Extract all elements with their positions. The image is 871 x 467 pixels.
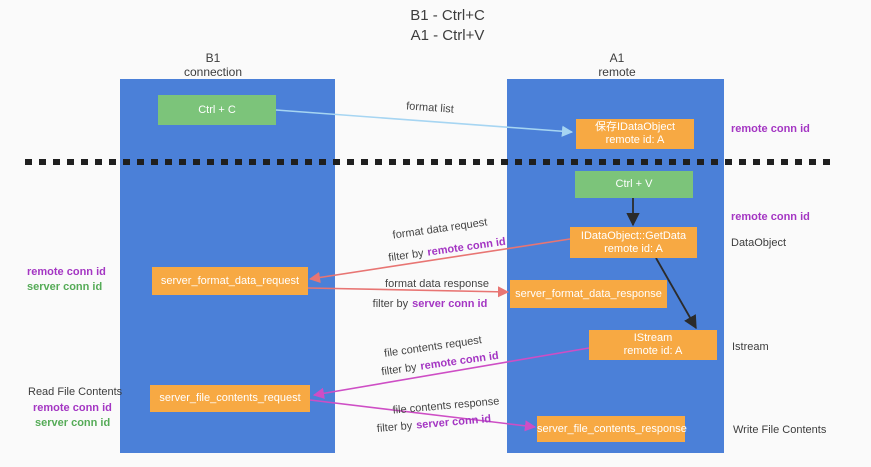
node-saved-idataobject-line2: remote id: A bbox=[605, 134, 665, 146]
node-server-file-contents-request: server_file_contents_request bbox=[150, 385, 310, 412]
filter-prefix: filter by bbox=[387, 247, 425, 265]
diagram-title: B1 - Ctrl+C A1 - Ctrl+V bbox=[340, 6, 555, 46]
left-label-remote-conn-id-1: remote conn id bbox=[27, 266, 106, 278]
filter-remote-conn-id: remote conn id bbox=[426, 235, 507, 259]
dashed-separator-line bbox=[25, 159, 835, 165]
node-server-file-contents-request-label: server_file_contents_request bbox=[159, 392, 301, 404]
lane-header-a1: A1 remote bbox=[557, 51, 677, 79]
node-ctrl-v: Ctrl + V bbox=[575, 171, 693, 198]
node-server-format-data-request: server_format_data_request bbox=[152, 267, 308, 295]
left-label-server-conn-id-1: server conn id bbox=[27, 281, 103, 293]
filter-server-conn-id: server conn id bbox=[412, 298, 488, 310]
node-ctrl-c: Ctrl + C bbox=[158, 95, 276, 125]
right-label-remote-conn-id-mid: remote conn id bbox=[731, 211, 810, 223]
node-ctrl-c-label: Ctrl + C bbox=[198, 103, 236, 116]
filter-prefix: filter by bbox=[372, 298, 409, 310]
filter-server-conn-id: server conn id bbox=[415, 413, 492, 432]
right-label-remote-conn-id-top: remote conn id bbox=[731, 123, 810, 135]
node-server-file-contents-response-label: server_file_contents_response bbox=[537, 422, 687, 435]
lane-b1-name: B1 bbox=[205, 51, 221, 65]
left-label-remote-conn-id-2: remote conn id bbox=[33, 402, 112, 414]
node-istream-line1: IStream bbox=[633, 332, 673, 344]
right-label-dataobject: DataObject bbox=[731, 237, 787, 249]
label-format-list: format list bbox=[405, 100, 455, 116]
node-server-format-data-request-label: server_format_data_request bbox=[160, 274, 300, 287]
lane-a1-name: A1 bbox=[609, 51, 625, 65]
title-line-1: B1 - Ctrl+C bbox=[410, 7, 485, 24]
lane-header-b1: B1 connection bbox=[153, 51, 273, 79]
filter-prefix: filter by bbox=[380, 361, 418, 379]
node-istream-line2: remote id: A bbox=[623, 345, 683, 357]
node-server-format-data-response-label: server_format_data_response bbox=[515, 287, 662, 300]
filter-prefix: filter by bbox=[376, 419, 413, 435]
node-getdata-line1: IDataObject::GetData bbox=[580, 229, 687, 242]
label-format-data-response: format data response bbox=[385, 278, 489, 290]
node-istream: IStream remote id: A bbox=[589, 330, 717, 360]
left-label-read-file-contents: Read File Contents bbox=[28, 386, 123, 398]
node-ctrl-v-label: Ctrl + V bbox=[615, 178, 653, 190]
node-getdata-line2: remote id: A bbox=[604, 242, 663, 255]
node-server-file-contents-response: server_file_contents_response bbox=[537, 416, 687, 442]
label-format-data-request: format data request bbox=[391, 216, 489, 242]
lane-a1-subtitle: remote bbox=[598, 65, 636, 79]
node-saved-idataobject: 保存IDataObject remote id: A bbox=[576, 119, 694, 149]
right-label-write-file-contents: Write File Contents bbox=[733, 424, 827, 436]
right-label-istream: Istream bbox=[732, 341, 769, 353]
title-line-2: A1 - Ctrl+V bbox=[410, 27, 485, 44]
left-label-server-conn-id-2: server conn id bbox=[35, 417, 111, 429]
node-saved-idataobject-line1: 保存IDataObject bbox=[594, 121, 676, 133]
node-idataobject-getdata: IDataObject::GetData remote id: A bbox=[570, 227, 697, 258]
lane-b1-subtitle: connection bbox=[183, 65, 243, 79]
node-server-format-data-response: server_format_data_response bbox=[510, 280, 667, 308]
